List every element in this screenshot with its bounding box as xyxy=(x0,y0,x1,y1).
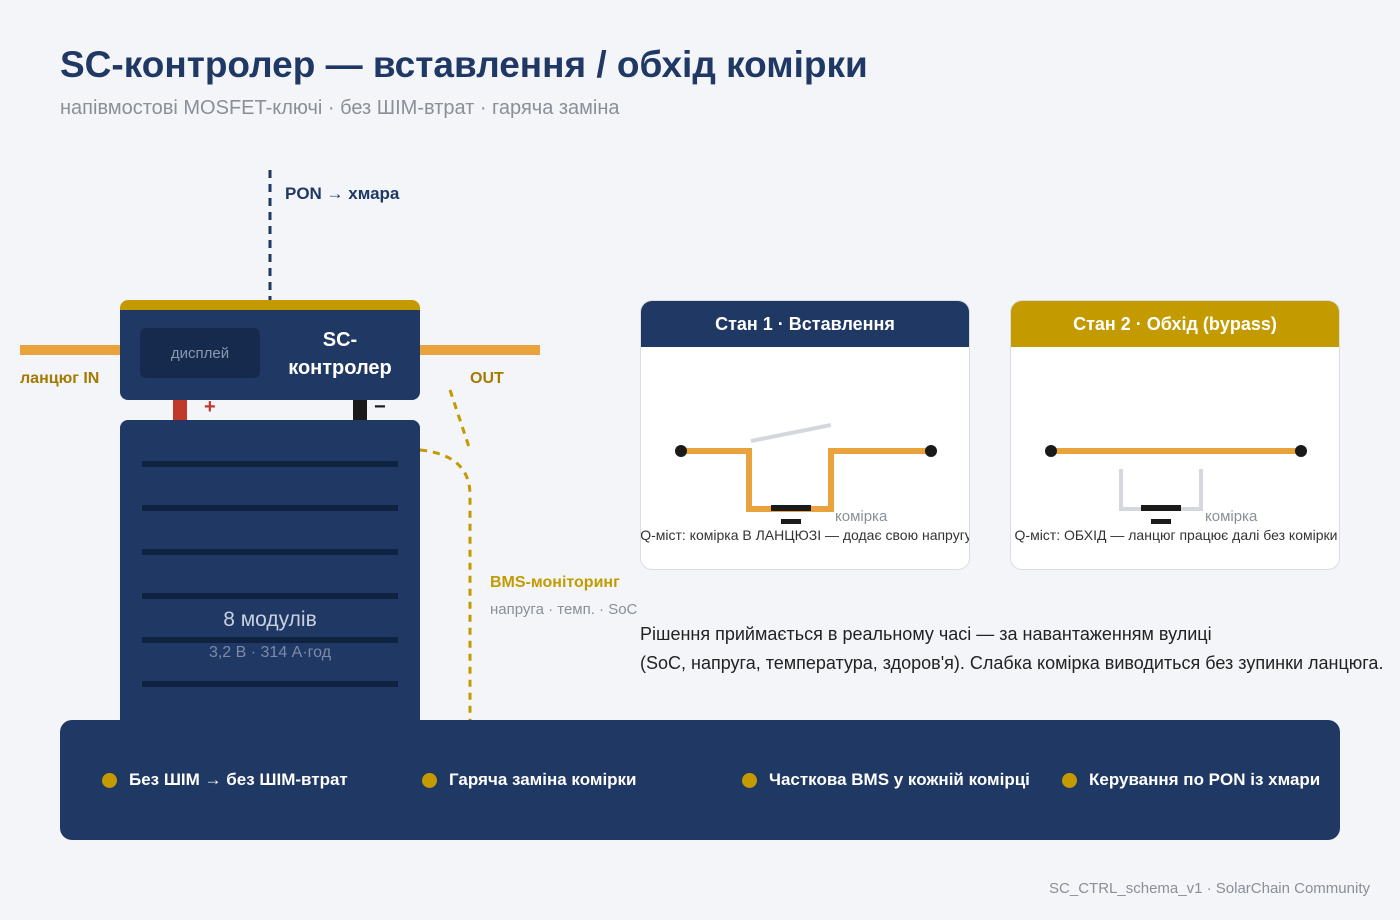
features-bar: Без ШІМ → без ШІМ-втрат Гаряча заміна ко… xyxy=(60,720,1340,840)
open-switch xyxy=(750,423,832,443)
pon-label: PON → хмара xyxy=(285,184,400,203)
module-divider xyxy=(142,549,398,555)
cell-label: комірка xyxy=(835,508,888,525)
cell-plate-short xyxy=(781,519,801,524)
state-card-bypass: Стан 2 · Обхід (bypass) комірка Q-міст: … xyxy=(1010,300,1340,570)
feature-item: Гаряча заміна комірки xyxy=(422,770,637,790)
battery-pack: 8 модулів 3,2 В · 314 А·год xyxy=(120,420,420,730)
cell-plate-long xyxy=(1141,505,1181,511)
minus-terminal xyxy=(353,400,367,422)
bypass-cell-path xyxy=(1119,469,1203,511)
module-divider xyxy=(142,461,398,467)
plus-terminal xyxy=(173,400,187,422)
state-caption: Q-міст: комірка В ЛАНЦЮЗІ — додає свою н… xyxy=(640,527,970,543)
plus-label: + xyxy=(204,396,216,418)
battery-spec: 3,2 В · 314 А·год xyxy=(208,644,332,661)
state-title: Стан 2 · Обхід (bypass) xyxy=(1011,301,1339,347)
node-left xyxy=(675,445,687,457)
feature-item: Без ШІМ → без ШІМ-втрат xyxy=(102,770,348,790)
minus-label: − xyxy=(374,396,386,418)
state-title: Стан 1 · Вставлення xyxy=(641,301,969,347)
sc-controller: дисплей SC-контролер xyxy=(120,300,420,400)
chain-out-label: OUT xyxy=(470,370,504,387)
cell-plate-short xyxy=(1151,519,1171,524)
state-card-insert: Стан 1 · Вставлення комірка Q-міст: комі… xyxy=(640,300,970,570)
bms-title: BMS-моніторинг xyxy=(490,574,620,591)
description-line: Рішення приймається в реальному часі — з… xyxy=(640,624,1212,644)
module-divider xyxy=(142,637,398,643)
bullet-icon xyxy=(102,772,117,788)
feature-item: Часткова BMS у кожній комірці xyxy=(742,770,1030,790)
page-title: SC-контролер — вставлення / обхід комірк… xyxy=(60,44,868,85)
state-caption: Q-міст: ОБХІД — ланцюг працює далі без к… xyxy=(1014,527,1338,543)
chain-in-label: ланцюг IN xyxy=(20,370,100,387)
bypass-circuit xyxy=(1045,445,1307,524)
credit: SC_CTRL_schema_v1 · SolarChain Community xyxy=(1049,880,1370,897)
bullet-icon xyxy=(1062,772,1077,788)
feature-label: Гаряча заміна комірки xyxy=(449,770,637,789)
node-right xyxy=(1295,445,1307,457)
feature-label: Без ШІМ → без ШІМ-втрат xyxy=(129,770,348,789)
node-right xyxy=(925,445,937,457)
feature-item: Керування по PON із хмари xyxy=(1062,770,1320,790)
insert-path xyxy=(681,448,931,512)
module-divider xyxy=(142,593,398,599)
insert-circuit xyxy=(675,423,937,524)
bullet-icon xyxy=(742,772,757,788)
module-divider xyxy=(142,505,398,511)
battery-modules: 8 модулів xyxy=(223,608,317,631)
bullet-icon xyxy=(422,772,437,788)
bms-link-line xyxy=(419,448,472,720)
cell-label: комірка xyxy=(1205,508,1258,525)
node-left xyxy=(1045,445,1057,457)
description-line: (SoC, напруга, температура, здоров'я). С… xyxy=(640,653,1384,673)
controller-display: дисплей xyxy=(140,328,260,378)
page-subtitle: напівмостові MOSFET-ключі · без ШІМ-втра… xyxy=(60,97,620,119)
module-divider xyxy=(142,681,398,687)
cell-plate-long xyxy=(771,505,811,511)
feature-label: Часткова BMS у кожній комірці xyxy=(769,770,1030,789)
description: Рішення приймається в реальному часі — з… xyxy=(640,620,1383,678)
bms-params: напруга · темп. · SoC xyxy=(490,601,638,618)
out-link-dash xyxy=(448,389,472,451)
feature-label: Керування по PON із хмари xyxy=(1089,770,1321,789)
controller-name: SC-контролер xyxy=(288,329,392,379)
